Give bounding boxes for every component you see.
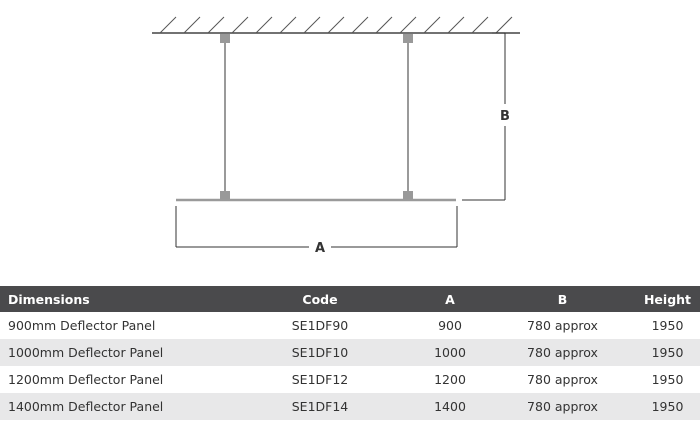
cell-dimensions: 1200mm Deflector Panel [0, 366, 230, 393]
cell-dimensions: 900mm Deflector Panel [0, 312, 230, 339]
ceiling-bracket-left [220, 34, 230, 43]
table-row: 1000mm Deflector Panel SE1DF10 1000 780 … [0, 339, 700, 366]
cell-dimensions: 1400mm Deflector Panel [0, 393, 230, 420]
header-dimensions: Dimensions [0, 286, 230, 312]
cell-height: 1950 [635, 366, 700, 393]
cell-b: 780 approx [490, 339, 635, 366]
cell-code: SE1DF10 [230, 339, 410, 366]
table-row: 1200mm Deflector Panel SE1DF12 1200 780 … [0, 366, 700, 393]
table-row: 1400mm Deflector Panel SE1DF14 1400 780 … [0, 393, 700, 420]
cell-b: 780 approx [490, 393, 635, 420]
cell-code: SE1DF14 [230, 393, 410, 420]
panel-dimension-diagram: B A [152, 16, 520, 256]
cell-code: SE1DF90 [230, 312, 410, 339]
dimension-b-label: B [500, 109, 510, 124]
dimension-a-label: A [315, 241, 325, 256]
cell-a: 900 [410, 312, 490, 339]
cell-height: 1950 [635, 339, 700, 366]
cell-height: 1950 [635, 312, 700, 339]
cell-code: SE1DF12 [230, 366, 410, 393]
ceiling-hatching [159, 16, 513, 34]
cell-dimensions: 1000mm Deflector Panel [0, 339, 230, 366]
table-header-row: Dimensions Code A B Height [0, 286, 700, 312]
header-code: Code [230, 286, 410, 312]
cell-b: 780 approx [490, 366, 635, 393]
cell-height: 1950 [635, 393, 700, 420]
cell-a: 1000 [410, 339, 490, 366]
ceiling-bracket-right [403, 34, 413, 43]
panel-bracket-right [403, 191, 413, 200]
cell-b: 780 approx [490, 312, 635, 339]
table-row: 900mm Deflector Panel SE1DF90 900 780 ap… [0, 312, 700, 339]
header-a: A [410, 286, 490, 312]
specification-table: Dimensions Code A B Height 900mm Deflect… [0, 286, 700, 420]
header-b: B [490, 286, 635, 312]
header-height: Height [635, 286, 700, 312]
cell-a: 1400 [410, 393, 490, 420]
panel-bracket-left [220, 191, 230, 200]
cell-a: 1200 [410, 366, 490, 393]
